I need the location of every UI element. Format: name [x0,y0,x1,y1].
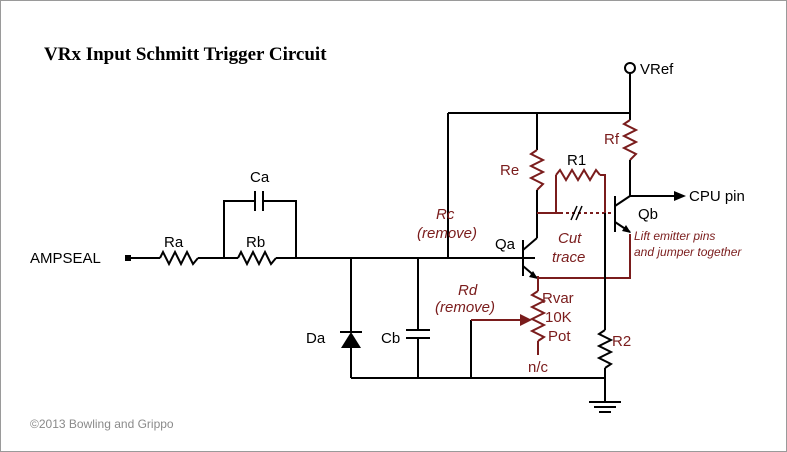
vref-label: VRef [640,61,674,78]
cpu-pin-label: CPU pin [689,188,745,205]
cut-trace-label: trace [552,249,585,266]
qa-label: Qa [495,236,516,253]
resistor-rf [621,119,639,196]
rvar-value: 10K [545,309,572,326]
ca-label: Ca [250,169,270,186]
rvar-label: Rvar [542,290,574,307]
cpu-output [630,191,686,201]
rf-label: Rf [604,131,620,148]
da-label: Da [306,330,326,347]
resistor-ra [159,249,199,267]
rd-label: Rd [458,282,478,299]
diode-da [340,258,362,378]
diagram-title: VRx Input Schmitt Trigger Circuit [44,44,327,65]
capacitor-cb [406,258,430,378]
resistor-r1 [537,168,606,214]
copyright-text: ©2013 Bowling and Grippo [30,417,174,431]
qb-label: Qb [638,206,658,223]
re-label: Re [500,162,519,179]
r1-label: R1 [567,152,586,169]
ground-symbol [589,378,621,413]
cb-label: Cb [381,330,400,347]
rvar-type: Pot [548,328,571,345]
vref-terminal [624,62,636,120]
rc-wire [447,112,630,258]
lift-note-line1: Lift emitter pins [634,229,715,243]
r2-label: R2 [612,333,631,350]
transistor-qa [522,237,538,279]
cut-label: Cut [558,230,582,247]
capacitor-ca [223,191,297,258]
rb-label: Rb [246,234,265,251]
lift-note-line2: and jumper together [634,245,742,259]
emitter-jumper [537,234,631,279]
resistor-r2 [596,213,614,378]
transistor-qb [614,195,631,233]
resistor-rb [237,249,277,267]
ampseal-label: AMPSEAL [30,250,101,267]
rc-label: Rc [436,206,455,223]
rd-remove-note: (remove) [435,299,495,316]
ra-label: Ra [164,234,184,251]
resistor-re [528,113,546,238]
rc-remove-note: (remove) [417,225,477,242]
ampseal-terminal [125,255,131,261]
potentiometer-rvar [471,276,547,355]
nc-label: n/c [528,359,549,376]
